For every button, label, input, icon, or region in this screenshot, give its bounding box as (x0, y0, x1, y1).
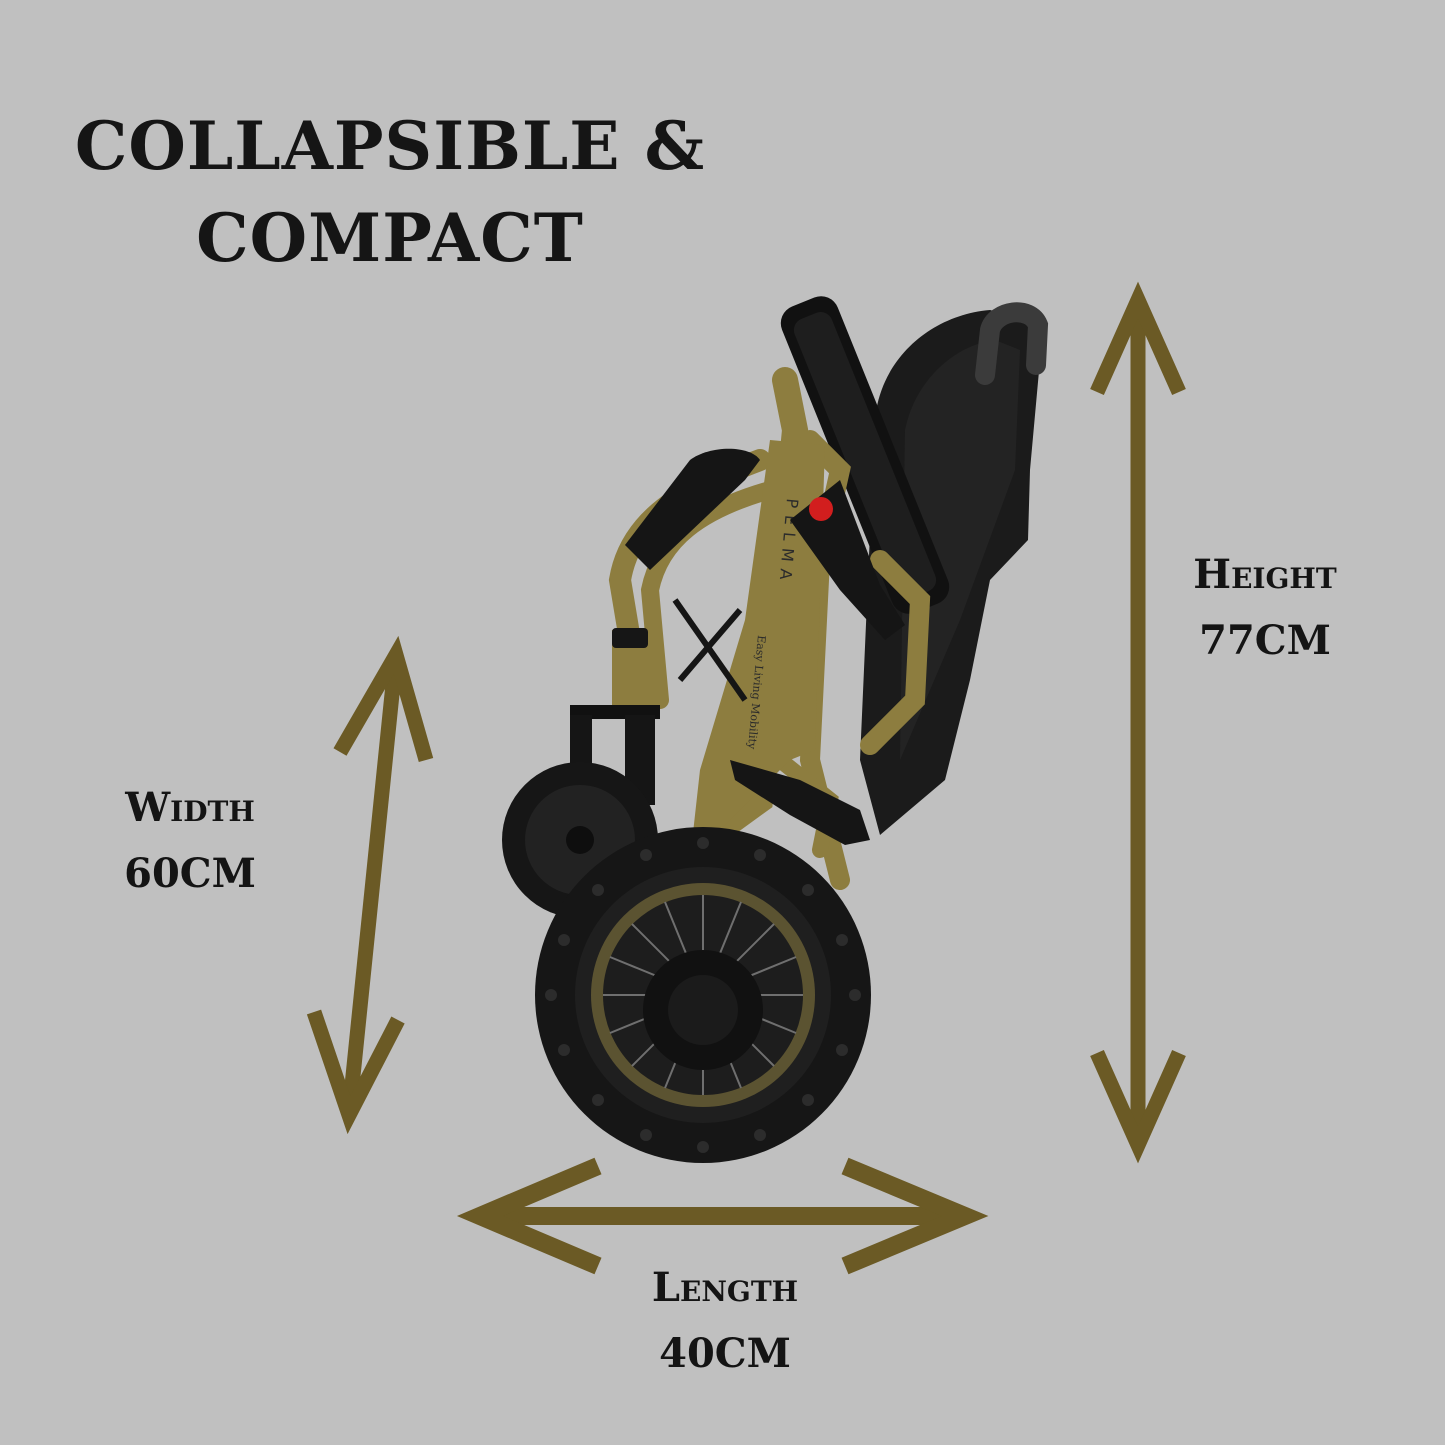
side-frame (690, 440, 825, 860)
wheelchair-image: PELMA Easy Living Mobility (502, 296, 1049, 1163)
width-label-value: 60CM (124, 850, 256, 897)
width-label: Width 60CM (80, 775, 300, 907)
page-title: COLLAPSIBLE & COMPACT (40, 100, 740, 284)
height-label: Height 77CM (1145, 542, 1385, 674)
length-label-name: Length (651, 1264, 799, 1311)
release-button (809, 497, 833, 521)
height-label-value: 77CM (1199, 617, 1331, 664)
width-arrow (306, 635, 434, 1135)
armrest (780, 296, 950, 614)
height-arrow (1090, 281, 1186, 1164)
length-arrow (456, 1157, 989, 1275)
drive-wheel (535, 827, 871, 1163)
title-line-2: COMPACT (196, 199, 584, 277)
length-label: Length 40CM (600, 1255, 850, 1387)
height-label-name: Height (1193, 551, 1337, 598)
length-label-value: 40CM (659, 1330, 791, 1377)
title-line-1: COLLAPSIBLE & (74, 107, 706, 185)
width-label-name: Width (125, 784, 255, 831)
